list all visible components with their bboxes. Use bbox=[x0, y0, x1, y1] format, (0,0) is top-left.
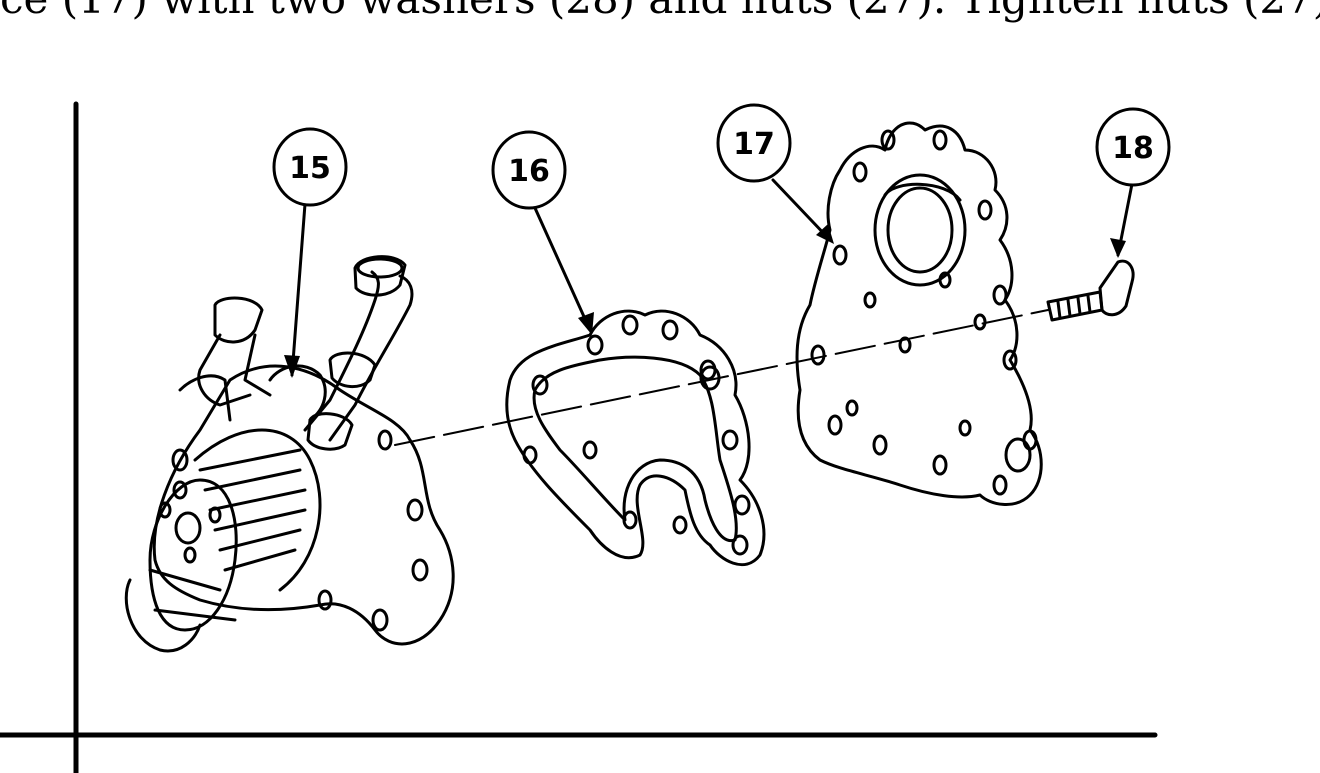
cover-plate-part bbox=[795, 121, 1043, 506]
gasket-part bbox=[505, 309, 766, 567]
instruction-text-line: ce (17) with two washers (28) and nuts (… bbox=[0, 0, 1320, 23]
bolt-part bbox=[1046, 259, 1135, 322]
leader-arrow-15 bbox=[290, 202, 307, 377]
callout-18-label: 18 bbox=[1112, 131, 1154, 166]
leader-arrow-16 bbox=[533, 206, 592, 332]
alignment-centerline bbox=[394, 309, 1049, 446]
callout-17-label: 17 bbox=[733, 127, 775, 162]
callout-15-label: 15 bbox=[289, 151, 331, 186]
water-pump-part bbox=[124, 255, 455, 653]
leader-arrow-17 bbox=[771, 178, 832, 242]
callout-16-label: 16 bbox=[508, 154, 550, 189]
